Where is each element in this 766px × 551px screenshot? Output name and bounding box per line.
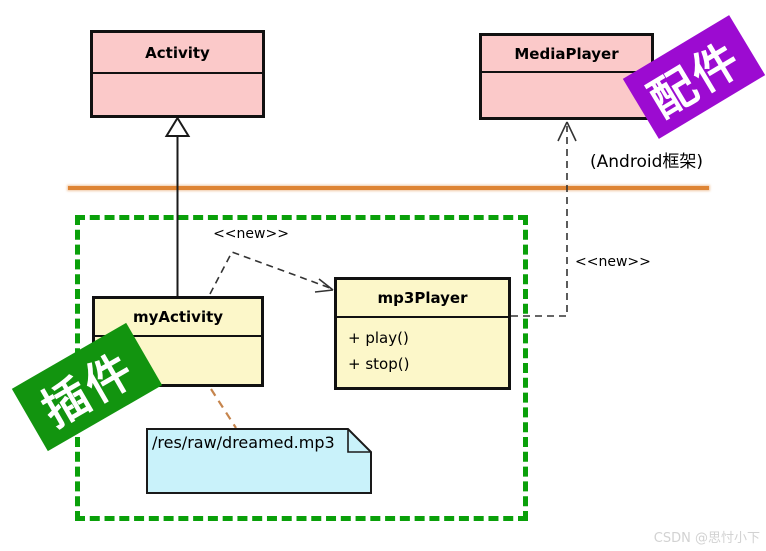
class-methods: + play() + stop() xyxy=(337,318,508,377)
new-dependency-left-line xyxy=(209,251,331,295)
note-shape xyxy=(146,428,372,494)
arrowhead-up-icon xyxy=(557,121,577,142)
class-title: mp3Player xyxy=(337,280,508,318)
method-play: + play() xyxy=(348,329,409,347)
class-box-mp3player: mp3Player + play() + stop() xyxy=(334,277,511,390)
note-fold-icon xyxy=(347,429,371,453)
class-title: MediaPlayer xyxy=(482,36,651,73)
csdn-watermark: CSDN @思忖小下 xyxy=(653,531,760,546)
arrowhead-right-icon xyxy=(314,278,334,293)
note-anchor-line xyxy=(210,388,237,429)
class-box-activity: Activity xyxy=(90,30,265,118)
inheritance-triangle-icon xyxy=(164,116,191,137)
framework-separator-line xyxy=(68,186,709,190)
stereotype-new-right: <<new>> xyxy=(575,254,651,270)
class-title: Activity xyxy=(93,33,262,74)
note-text: /res/raw/dreamed.mp3 xyxy=(152,433,335,452)
android-framework-label: (Android框架) xyxy=(590,152,703,172)
new-dependency-right-line xyxy=(511,126,568,317)
method-stop: + stop() xyxy=(348,355,410,373)
stereotype-new-left: <<new>> xyxy=(213,226,289,242)
class-title: myActivity xyxy=(95,299,261,337)
